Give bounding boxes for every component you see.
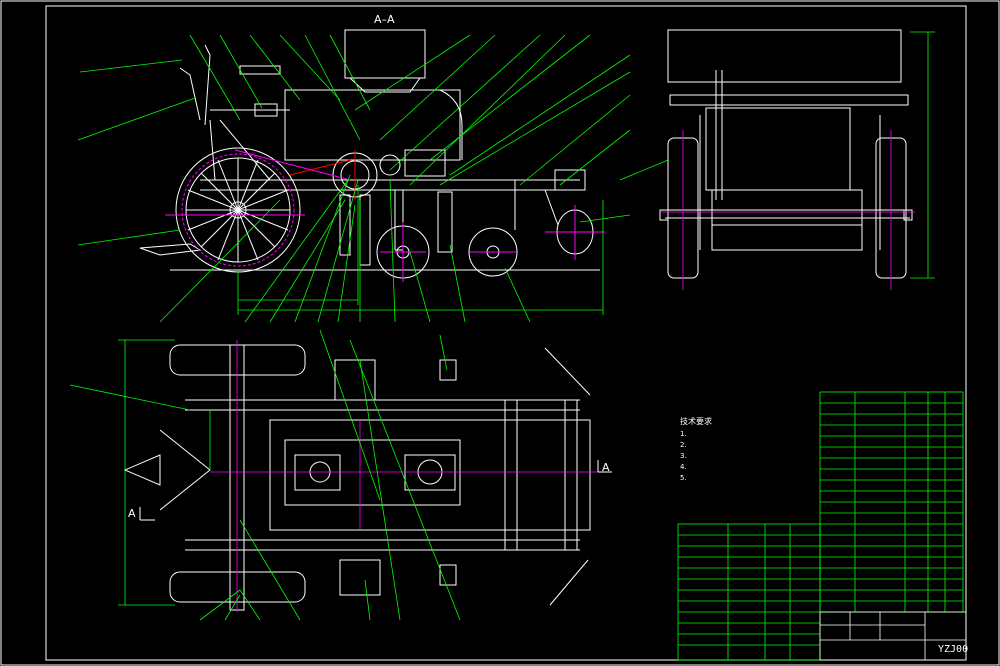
front-view-red-lines [289, 150, 356, 200]
plan-view [123, 344, 591, 611]
drawing-number: YZJ00 [938, 644, 969, 655]
plan-view-green [69, 329, 461, 621]
section-mark-right: A [602, 461, 610, 474]
technical-notes: 技术要求 1. 2. 3. 4. 5. [680, 416, 712, 484]
note-item: 5. [680, 474, 687, 482]
front-view-leaders [77, 34, 631, 323]
note-item: 3. [680, 452, 687, 460]
section-view-title: A–A [374, 13, 395, 26]
section-mark-left: A [128, 507, 136, 520]
side-view-magenta [660, 130, 915, 290]
section-cut-lines [139, 460, 612, 521]
note-item: 2. [680, 441, 687, 449]
title-block [819, 611, 967, 661]
side-view-green [619, 31, 935, 279]
note-item: 4. [680, 463, 687, 471]
front-view-hidden-lines [165, 149, 605, 282]
side-view [659, 29, 913, 279]
inner-border [45, 5, 967, 661]
notes-heading: 技术要求 [680, 417, 712, 426]
parts-list-table [677, 391, 964, 661]
note-item: 1. [680, 430, 687, 438]
plan-view-magenta [210, 340, 600, 612]
